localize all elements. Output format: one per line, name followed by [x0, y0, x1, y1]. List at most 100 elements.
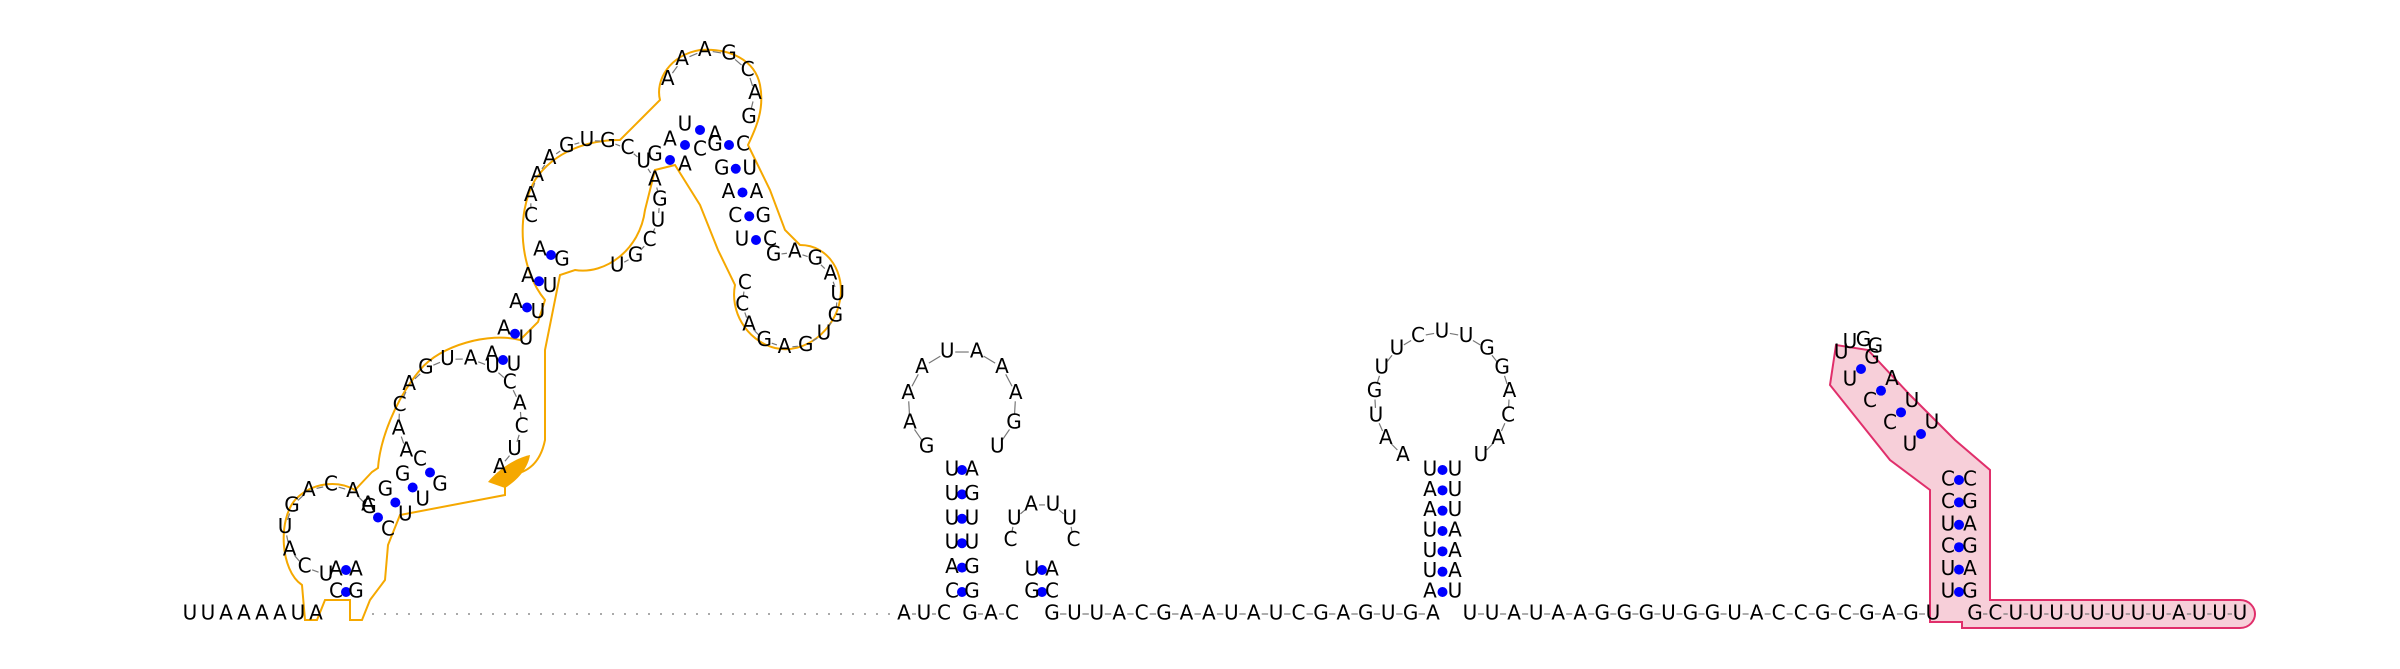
backbone-segment [754, 330, 760, 336]
nucleotide-3prime-tail: U [2131, 601, 2146, 625]
nucleotide-backbone: U [1661, 601, 1676, 625]
nucleotide-loop: A [1379, 425, 1393, 449]
nucleotide-stem: U [507, 352, 522, 376]
nucleotide-loop: U [651, 208, 666, 232]
nucleotide-loop: U [1369, 402, 1384, 426]
nucleotide-stem: U [1941, 579, 1956, 603]
backbone-segment [928, 355, 941, 364]
nucleotide-stem: G [1962, 534, 1978, 558]
nucleotide-loop: G [1367, 378, 1383, 402]
backbone-segment [1378, 423, 1384, 432]
backbone-segment [712, 50, 722, 54]
base-pair-dot [737, 187, 748, 198]
nucleotide-stem: A [1448, 558, 1462, 582]
nucleotide-stem: U [945, 530, 960, 554]
backbone-segment [358, 496, 364, 503]
nucleotide-backbone: U [1727, 601, 1742, 625]
nucleotide-stem: U [1903, 432, 1918, 456]
nucleotide-loop: C [324, 472, 338, 496]
nucleotide-loop: C [524, 203, 538, 227]
backbone-segment [504, 455, 510, 462]
base-pair-dot [730, 163, 741, 174]
domain-outline-orange [282, 48, 842, 621]
nucleotide-loop: A [778, 334, 792, 358]
nucleotide-stem: G [964, 481, 980, 505]
nucleotide-loop: U [507, 436, 522, 460]
base-pair-dot [1876, 385, 1886, 396]
base-pair-dot [425, 467, 435, 478]
nucleotide-backbone: A [1426, 601, 1440, 625]
nucleotide-3prime-tail: U [2233, 601, 2248, 625]
base-pair-dot [665, 155, 675, 165]
nucleotide-stem: A [485, 342, 499, 366]
nucleotide-stem: U [965, 530, 980, 554]
nucleotide-stem: U [1448, 477, 1463, 501]
nucleotide-loop: G [1868, 334, 1884, 358]
nucleotide-stem: G [348, 579, 364, 603]
backbone-segment [671, 65, 678, 74]
nucleotide-stem: U [965, 505, 980, 529]
nucleotide-stem: A [965, 457, 979, 481]
nucleotide-5prime-tail: A [219, 601, 233, 625]
nucleotide-stem: U [945, 505, 960, 529]
nucleotide-backbone: G [1903, 601, 1919, 625]
nucleotide-stem: A [1045, 557, 1059, 581]
backbone-segment [1449, 332, 1459, 336]
nucleotide-stem: U [543, 273, 558, 297]
nucleotide-stem: U [1448, 497, 1463, 521]
nucleotide-stem: U [1423, 558, 1438, 582]
backbone-segment [1491, 354, 1498, 363]
nucleotide-loop: C [741, 57, 755, 81]
nucleotide-loop: U [1390, 336, 1405, 360]
nucleotide-backbone: A [1750, 601, 1764, 625]
nucleotide-loop: A [302, 477, 316, 501]
backbone-segment [647, 168, 652, 174]
nucleotide-loop: A [464, 345, 478, 369]
backbone-segment [519, 411, 522, 420]
nucleotide-loop: G [600, 128, 616, 152]
nucleotide-stem: G [378, 477, 394, 501]
backbone-segment [1013, 401, 1016, 415]
base-pair-dot [1437, 566, 1448, 577]
nucleotide-backbone: A [1202, 601, 1216, 625]
backbone-segment [516, 434, 520, 442]
nucleotide-backbone: G [1044, 601, 1060, 625]
nucleotide-5prime-tail: U [291, 601, 306, 625]
nucleotide-loop: U [636, 148, 651, 172]
backbone-segment [832, 281, 836, 288]
nucleotide-backbone: C [1838, 601, 1852, 625]
nucleotide-stem: C [693, 137, 707, 161]
nucleotide-stem: A [1963, 556, 1977, 580]
base-pair-dot [1437, 505, 1448, 516]
backbone-segment [812, 337, 818, 342]
nucleotide-loop: G [807, 246, 823, 270]
nucleotide-backbone: A [1247, 601, 1261, 625]
base-pair-dot [510, 328, 520, 339]
backbone-segment [1391, 443, 1398, 451]
nucleotide-loop: A [698, 37, 712, 61]
base-pair-dot [695, 125, 705, 135]
nucleotide-loop: G [741, 104, 757, 128]
nucleotide-stem: A [1963, 511, 1977, 535]
backbone-segment [652, 228, 656, 234]
backbone-segment [311, 569, 319, 573]
nucleotide-backbone: G [1639, 601, 1655, 625]
nucleotide-backbone: A [1337, 601, 1351, 625]
backbone-segment [820, 264, 826, 270]
backbone-segment [983, 355, 996, 364]
nucleotide-loop: G [652, 187, 668, 211]
nucleotide-loop: A [543, 145, 557, 169]
nucleotide-loop: C [1004, 527, 1018, 551]
nucleotide-loop: U [1046, 491, 1061, 515]
nucleotide-backbone: A [1112, 601, 1126, 625]
nucleotide-stem: C [1863, 388, 1877, 412]
backbone-segment [532, 182, 536, 188]
nucleotide-loop: A [1396, 442, 1410, 466]
base-pair-dot [341, 565, 351, 575]
nucleotide-loop: U [580, 127, 595, 151]
nucleotide-loop: A [824, 261, 838, 285]
nucleotide-stem: C [728, 203, 742, 227]
nucleotide-backbone: U [1067, 601, 1082, 625]
nucleotide-stem: C [1941, 534, 1955, 558]
